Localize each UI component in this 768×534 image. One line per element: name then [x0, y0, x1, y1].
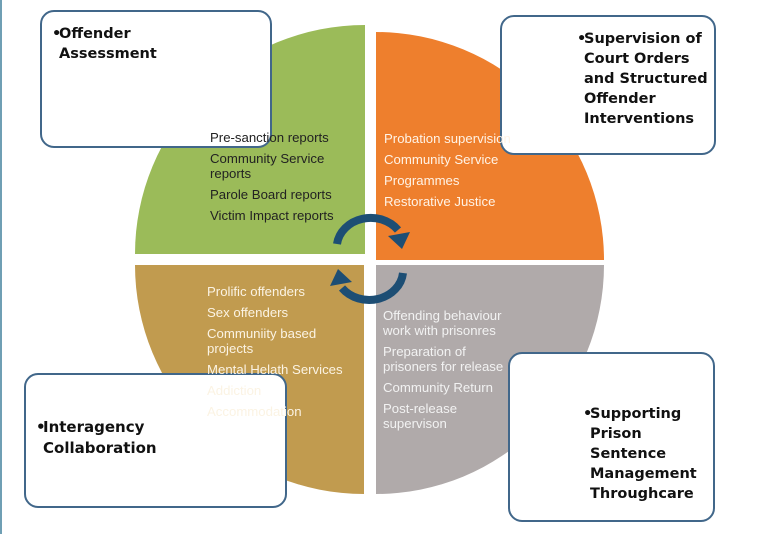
- box-title-line: Offender: [577, 89, 714, 109]
- quadrant-list-item: Accommodation: [207, 404, 302, 419]
- quadrant-gray: [376, 265, 604, 494]
- box-title-text: Supervision of: [584, 31, 702, 47]
- quadrant-list-item: Probation supervision: [384, 131, 511, 146]
- bullet-icon: •: [36, 418, 46, 436]
- box-title-line: Management: [583, 464, 713, 484]
- box-title-text: Collaboration: [43, 439, 157, 457]
- quadrant-list-item: Restorative Justice: [384, 194, 496, 209]
- quadrant-list-item: Mental Helath Services: [207, 362, 343, 377]
- quadrant-list-item: Community Return: [383, 380, 493, 395]
- quadrant-list-item: Prolific offenders: [207, 284, 305, 299]
- quadrant-list-item: Community Service: [384, 152, 499, 167]
- box-title-text: Offender: [59, 26, 131, 42]
- box-title-line: Interventions: [577, 109, 714, 129]
- quadrant-list-item: Parole Board reports: [210, 187, 332, 202]
- quadrant-orange: [376, 32, 604, 260]
- box-title-text: Assessment: [59, 46, 157, 62]
- box-title-line: Collaboration: [36, 438, 285, 459]
- box-title-text: Court Orders: [584, 51, 690, 67]
- box-title-line: Prison: [583, 424, 713, 444]
- box-title-text: Management: [590, 466, 697, 482]
- box-title-line: and Structured: [577, 69, 714, 89]
- box-title-line: Throughcare: [583, 484, 713, 504]
- arrow-bottom-clockwise: [338, 272, 407, 304]
- box-title-line: •Offender: [52, 24, 270, 44]
- left-edge-line: [0, 0, 2, 534]
- quadrant-list-item: Sex offenders: [207, 305, 289, 320]
- box-title-text: and Structured: [584, 71, 708, 87]
- quadrant-list-item: Pre-sanction reports: [210, 130, 329, 145]
- box-title-line: •Interagency: [36, 417, 285, 438]
- box-title-text: Interagency: [43, 418, 145, 436]
- circular-arrows-icon: [330, 213, 410, 304]
- arrowhead-top: [388, 232, 410, 249]
- box-title-text: Interventions: [584, 111, 695, 127]
- box-title-line: •Supervision of: [577, 29, 714, 49]
- arrow-top-clockwise: [333, 213, 402, 245]
- box-title-line: Sentence: [583, 444, 713, 464]
- arrowhead-bottom: [330, 269, 352, 286]
- bullet-icon: •: [583, 406, 593, 422]
- quadrant-list-item: Victim Impact reports: [210, 208, 334, 223]
- box-title-text: Prison: [590, 426, 642, 442]
- quadrant-list-item: Addiction: [207, 383, 262, 398]
- quadrant-list-item: Programmes: [384, 173, 460, 188]
- box-title-line: Assessment: [52, 44, 270, 64]
- bullet-icon: •: [52, 26, 62, 42]
- box-title-text: Throughcare: [590, 486, 694, 502]
- box-title-line: •Supporting: [583, 404, 713, 424]
- box-title-text: Offender: [584, 91, 656, 107]
- box-title-text: Sentence: [590, 446, 667, 462]
- box-title-line: Court Orders: [577, 49, 714, 69]
- box-supervision-court-orders: •Supervision of Court Orders and Structure…: [500, 15, 716, 155]
- bullet-icon: •: [577, 31, 587, 47]
- box-title-text: Supporting: [590, 406, 682, 422]
